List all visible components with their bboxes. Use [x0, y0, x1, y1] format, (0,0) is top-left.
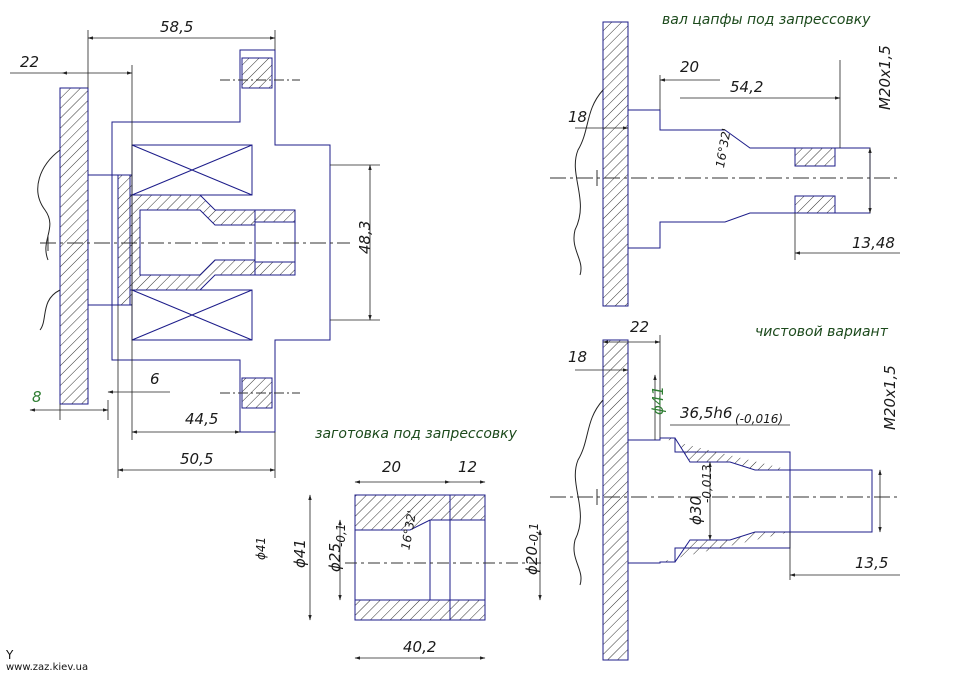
dim-shaft-13-48: 13,48 — [852, 234, 895, 252]
dim-blank-20: 20 — [382, 458, 401, 476]
dim-final-13-5: 13,5 — [855, 554, 888, 572]
final-version — [573, 339, 873, 661]
dim-shaft-18: 18 — [568, 108, 587, 126]
dim-blank-40-2: 40,2 — [403, 638, 436, 656]
dim-final-phi41: ϕ41 — [649, 386, 667, 415]
footer-mark: Y — [6, 648, 14, 662]
dim-final-phi30-tol: -0,013 — [700, 464, 714, 503]
title-final-version: чистовой вариант — [755, 324, 889, 340]
dim-hub-48-3: 48,3 — [356, 221, 374, 254]
hub-dimensions — [10, 30, 380, 478]
dim-blank-12: 12 — [458, 458, 477, 476]
dim-blank-angle: 16°32' — [398, 509, 419, 551]
dim-shaft-thread: M20x1,5 — [876, 45, 894, 110]
dim-final-fit-tol: (-0,016) — [735, 412, 783, 426]
dim-final-thread: M20x1,5 — [881, 365, 899, 430]
dim-hub-44-5: 44,5 — [185, 410, 218, 428]
dim-final-fit: 36,5h6 — [680, 404, 732, 422]
dim-hub-8: 8 — [32, 388, 42, 406]
dim-final-phi30: ϕ30 — [687, 496, 705, 525]
dim-shaft-20: 20 — [680, 58, 699, 76]
title-blank: заготовка под запрессовку — [315, 426, 518, 442]
dim-blank-phi41: ϕ41 — [291, 539, 309, 568]
dim-hub-50-5: 50,5 — [180, 450, 213, 468]
blank — [354, 494, 486, 621]
dim-shaft-angle: 16°32' — [713, 127, 734, 169]
dim-final-22: 22 — [630, 318, 649, 336]
hub-assembly — [37, 49, 331, 433]
dim-final-18: 18 — [568, 348, 587, 366]
dim-blank-ghost: ϕ41 — [254, 537, 268, 560]
dim-blank-phi20-tol: -0,1 — [527, 523, 541, 546]
dim-hub-22: 22 — [20, 53, 39, 71]
dim-blank-phi25-tol: -0,1 — [334, 524, 348, 547]
dim-shaft-54-2: 54,2 — [730, 78, 763, 96]
title-press-fit-shaft: вал цапфы под запрессовку — [662, 12, 871, 28]
hub-outline — [111, 49, 331, 433]
hub-wall-plate — [59, 87, 89, 405]
footer-site-link[interactable]: www.zaz.kiev.ua — [6, 662, 89, 673]
dim-hub-58-5: 58,5 — [160, 18, 193, 36]
press-fit-shaft — [573, 21, 871, 307]
dim-blank-phi25: ϕ25 — [326, 543, 344, 572]
dim-hub-6: 6 — [150, 370, 160, 388]
footer: Y www.zaz.kiev.ua — [6, 648, 89, 673]
dim-blank-phi20: ϕ20 — [523, 546, 541, 575]
